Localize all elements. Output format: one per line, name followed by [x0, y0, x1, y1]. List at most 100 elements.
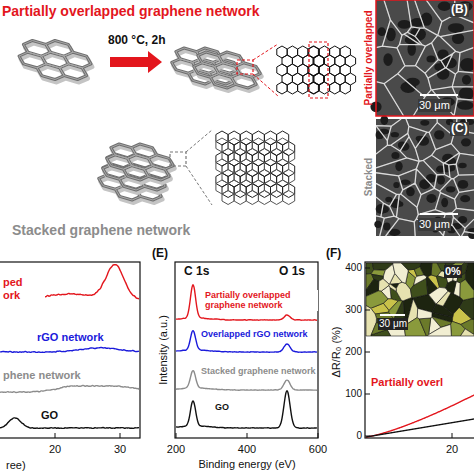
curve-label: Stacked graphene network — [200, 366, 317, 376]
axis-title: ΔR/R₀ (%) — [330, 326, 343, 377]
sem-pore — [461, 138, 471, 146]
plot-frame — [175, 262, 318, 438]
sem-walls — [376, 119, 474, 236]
zoom-line — [253, 74, 278, 96]
inset-grain — [389, 284, 396, 291]
zoom-box — [170, 152, 186, 166]
panel-border — [376, 0, 474, 116]
peak-label: C 1s — [184, 265, 209, 279]
curve-label: ped — [2, 276, 24, 289]
zoom-line — [253, 44, 278, 60]
sem-pore — [378, 206, 389, 214]
inset-grain — [459, 298, 474, 319]
layer-bonds — [107, 144, 174, 180]
sem-pore — [448, 23, 464, 33]
process-arrow — [110, 51, 162, 73]
tick-label: 600 — [309, 443, 327, 456]
plot-frame — [0, 262, 140, 438]
inset-label: 0% — [444, 265, 462, 278]
tick-label: 400 — [345, 262, 362, 274]
layer-highlight — [107, 144, 174, 180]
sem-pore — [374, 221, 381, 228]
inset-grain — [436, 276, 447, 288]
peak-label: O 1s — [279, 265, 305, 279]
tick-label: 100 — [345, 388, 362, 400]
sem-ground — [376, 119, 474, 236]
inset-grain — [460, 279, 474, 300]
sem-pore — [457, 101, 474, 110]
inset-grain — [419, 318, 431, 336]
zoom-box — [237, 60, 253, 74]
tick-label: 0 — [356, 430, 362, 442]
tick-mark — [120, 433, 121, 438]
xrd-curve — [45, 265, 139, 299]
graphene-cluster — [194, 52, 262, 91]
sem-pore — [458, 163, 466, 168]
tick-mark — [452, 433, 453, 438]
response-curve — [366, 395, 474, 437]
sem-pore — [446, 186, 456, 192]
sem-ground — [376, 0, 474, 116]
response-curve — [366, 419, 474, 437]
xps-spectrum — [176, 391, 317, 429]
scale-bar — [420, 94, 458, 96]
tick-label: 20 — [446, 443, 458, 456]
tick-mark — [176, 433, 177, 438]
overlap-box — [309, 42, 328, 98]
sem-pore — [395, 162, 402, 172]
panel-letter: (E) — [152, 247, 168, 261]
sem-walls-fine — [376, 119, 474, 236]
sem-pore — [383, 53, 392, 66]
xrd-curve — [0, 348, 139, 353]
scale-label: 30 μm — [378, 318, 408, 330]
curve-label: phene network — [2, 369, 82, 382]
inset-grain — [417, 308, 432, 318]
layer-bonds — [194, 52, 261, 88]
tick-label: 300 — [345, 304, 362, 316]
tick-mark — [247, 433, 248, 438]
curve-label: GO — [40, 409, 59, 422]
inset-grain — [414, 275, 427, 285]
side-label: Stacked — [363, 158, 375, 196]
tick-mark — [365, 352, 370, 353]
optical-inset — [366, 263, 474, 336]
layer-highlight — [194, 52, 261, 88]
sem-pore — [391, 152, 399, 159]
curve-label: GO — [214, 402, 230, 412]
sem-pore — [458, 180, 469, 189]
layer-bonds — [19, 41, 91, 80]
tick-mark — [365, 394, 370, 395]
inset-grain — [401, 263, 421, 270]
sem-pore — [420, 120, 429, 126]
plot-frame — [365, 262, 474, 438]
axis-title: Intensity (a.u.) — [157, 315, 170, 385]
sem-pore — [393, 182, 399, 188]
graphene-layer-stack — [107, 144, 175, 183]
sem-walls-fine — [376, 0, 474, 116]
sem-pore — [434, 130, 444, 139]
inset-grain — [396, 282, 412, 301]
xrd-curve — [0, 385, 139, 392]
inset-grain — [366, 291, 388, 308]
tick-mark — [365, 268, 370, 269]
sem-pore — [391, 132, 399, 137]
graphene-lattice — [277, 46, 324, 94]
sem-pore — [460, 58, 474, 71]
inset-grain — [436, 291, 450, 306]
inset-grain — [428, 324, 452, 336]
panel-letter: (C) — [450, 122, 469, 136]
tick-mark — [318, 433, 319, 438]
scale-label: 30 μm — [418, 99, 451, 112]
sem-pore — [462, 75, 471, 85]
sem-pore — [398, 20, 412, 29]
tick-label: 200 — [345, 346, 362, 358]
inset-grain — [460, 329, 474, 336]
curve-label: rGO network — [36, 331, 105, 344]
xps-spectrum — [176, 285, 317, 321]
figure-heading: Stacked graphene network — [12, 222, 190, 238]
sem-pore — [426, 56, 435, 63]
figure-heading: Partially overlapped graphene network — [2, 3, 260, 19]
sem-pore — [437, 175, 445, 184]
inset-grain — [378, 279, 389, 291]
sem-pore — [378, 27, 386, 36]
